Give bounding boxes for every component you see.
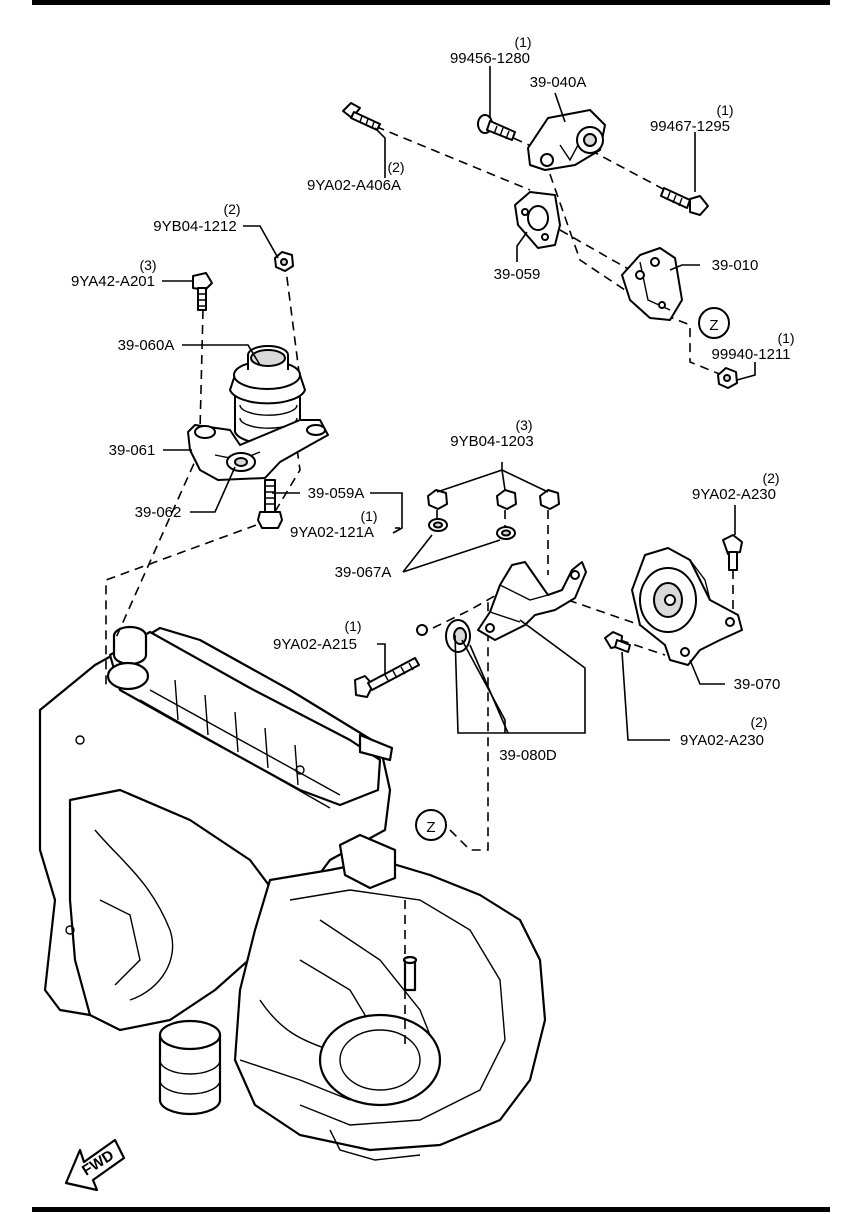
qty-99940-1211: (1): [777, 330, 794, 346]
label-39-067a: 39-067A: [335, 564, 392, 581]
qty-9yb04-1212: (2): [223, 201, 240, 217]
bracket-39-080d: [445, 561, 587, 653]
label-39-060a: 39-060A: [118, 337, 175, 354]
assembly-guide-lines: [105, 114, 734, 1050]
label-99456-1280: 99456-1280: [450, 50, 530, 67]
label-9ya02-a230-bottom: 9YA02-A230: [680, 732, 764, 749]
label-9ya02-121a: 9YA02-121A: [290, 524, 374, 541]
label-9ya42-a201: 9YA42-A201: [71, 273, 155, 290]
qty-9ya02-121a: (1): [360, 508, 377, 524]
bottom-border-bar: [32, 1207, 830, 1212]
marker-z-upper-text: Z: [709, 317, 718, 334]
label-39-070: 39-070: [734, 676, 781, 693]
label-99467-1295: 99467-1295: [650, 118, 730, 135]
bracket-39-010: [621, 247, 683, 321]
bolt-9ya02-a406a: [342, 102, 381, 131]
label-39-061: 39-061: [109, 442, 156, 459]
qty-9ya02-a230-top: (2): [762, 470, 779, 486]
qty-99467-1295: (1): [716, 102, 733, 118]
mount-39-070: [631, 547, 743, 666]
nut-9yb04-1212: [274, 251, 294, 272]
qty-99456-1280: (1): [514, 34, 531, 50]
qty-9ya02-a215: (1): [344, 618, 361, 634]
bolt-99467-1295: [660, 187, 709, 216]
washers-39-067a: [428, 518, 516, 540]
leader-lines: [162, 66, 756, 741]
label-9ya02-a230-top: 9YA02-A230: [692, 486, 776, 503]
nut-99940-1211: [717, 367, 738, 389]
label-39-040a: 39-040A: [530, 74, 587, 91]
bolt-9ya02-a230-top: [722, 534, 743, 571]
bolt-9ya02-121a: [257, 479, 283, 529]
label-9yb04-1203: 9YB04-1203: [450, 433, 533, 450]
label-9ya02-a215: 9YA02-A215: [273, 636, 357, 653]
bolt-9ya02-a230-bottom: [604, 631, 631, 653]
label-39-059: 39-059: [494, 266, 541, 283]
reference-marker-z-lower: Z: [415, 809, 447, 841]
top-border-bar: [32, 0, 830, 5]
label-9yb04-1212: 9YB04-1212: [153, 218, 236, 235]
bolt-9ya42-a201: [192, 272, 213, 311]
label-99940-1211: 99940-1211: [712, 346, 791, 363]
marker-z-lower-text: Z: [426, 819, 435, 836]
part-labels: (1) 99456-1280 39-040A (1) 99467-1295 (2…: [71, 34, 795, 764]
bolt-99456-1280: [477, 114, 516, 141]
engine-transaxle-assembly: [38, 625, 547, 1161]
qty-9ya42-a201: (3): [139, 257, 156, 273]
reference-marker-z-upper: Z: [698, 307, 730, 339]
label-39-010: 39-010: [712, 257, 759, 274]
washer-39-062: [226, 452, 256, 472]
bolt-9ya02-a215: [354, 624, 428, 698]
label-39-062: 39-062: [135, 504, 182, 521]
qty-9ya02-a406a: (2): [387, 159, 404, 175]
nuts-9yb04-1203: [427, 489, 560, 510]
fwd-direction-arrow: FWD: [64, 1138, 126, 1192]
label-9ya02-a406a: 9YA02-A406A: [307, 177, 401, 194]
qty-9ya02-a230-bottom: (2): [750, 714, 767, 730]
label-39-059a: 39-059A: [308, 485, 365, 502]
mount-39-040a: [527, 109, 606, 171]
label-39-080d: 39-080D: [499, 747, 557, 764]
qty-9yb04-1203: (3): [515, 417, 532, 433]
bracket-39-061: [187, 419, 329, 481]
